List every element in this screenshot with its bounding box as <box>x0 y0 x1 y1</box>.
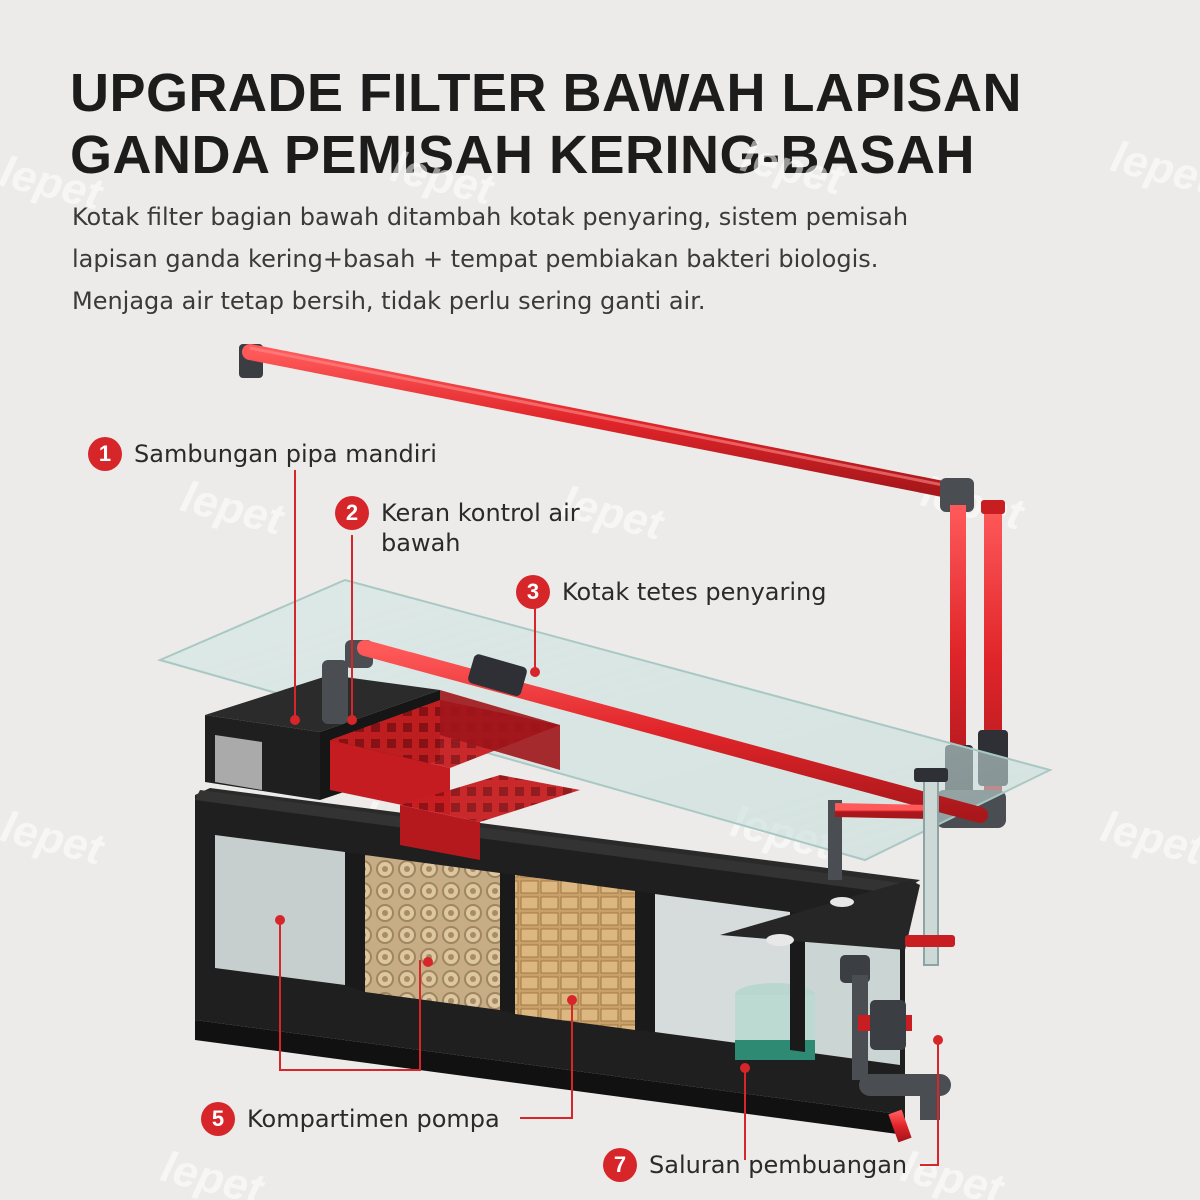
watermark: lepet <box>386 142 500 215</box>
callout-5-number: 5 <box>201 1102 235 1136</box>
watermark: lepet <box>0 147 109 220</box>
watermark: lepet <box>156 1142 270 1200</box>
callout-7-number: 7 <box>603 1148 637 1182</box>
headline-line-1: UPGRADE FILTER BAWAH LAPISAN <box>70 63 1023 123</box>
callout-7: 7 Saluran pembuangan <box>603 1148 907 1182</box>
filter-tank <box>195 788 920 1135</box>
callout-5: 5 Kompartimen pompa <box>201 1102 500 1136</box>
leader-7-b <box>920 1040 939 1166</box>
watermark: lepet <box>0 802 110 875</box>
callout-5-label: Kompartimen pompa <box>247 1105 500 1133</box>
headline-line-2: GANDA PEMISAH KERING-BASAH <box>70 125 976 185</box>
description-line-3: Menjaga air tetap bersih, tidak perlu se… <box>72 287 706 315</box>
watermark: lepet <box>176 472 290 545</box>
callout-1: 1 Sambungan pipa mandiri <box>88 437 437 471</box>
callout-leaders <box>279 470 939 1166</box>
description-line-1: Kotak filter bagian bawah ditambah kotak… <box>72 203 909 231</box>
callout-1-number: 1 <box>88 437 122 471</box>
callout-3-label: Kotak tetes penyaring <box>562 578 827 606</box>
description-line-2: lapisan ganda kering+basah + tempat pemb… <box>72 245 879 273</box>
drain-fittings <box>840 768 955 1143</box>
leader-dots <box>275 667 943 1073</box>
callout-3-number: 3 <box>516 575 550 609</box>
callout-2-label: Keran kontrol air bawah <box>381 496 580 558</box>
callout-1-label: Sambungan pipa mandiri <box>134 440 437 468</box>
callout-2: 2 Keran kontrol air bawah <box>335 496 580 558</box>
leader-5-a <box>279 920 421 1071</box>
watermark: lepet <box>736 132 850 205</box>
headline: UPGRADE FILTER BAWAH LAPISAN GANDA PEMIS… <box>70 62 1150 186</box>
callout-3: 3 Kotak tetes penyaring <box>516 575 826 609</box>
callout-2-label-line-2: bawah <box>381 529 461 557</box>
callout-2-number: 2 <box>335 496 369 530</box>
callout-7-label: Saluran pembuangan <box>649 1151 908 1179</box>
description: Kotak filter bagian bawah ditambah kotak… <box>72 196 1152 322</box>
watermark: lepet <box>896 1142 1010 1200</box>
feed-pipe <box>322 640 988 880</box>
watermark: lepet <box>1106 132 1200 205</box>
leader-5-b <box>520 1000 573 1119</box>
callout-2-label-line-1: Keran kontrol air <box>381 499 580 527</box>
drip-box <box>205 675 580 860</box>
watermark: lepet <box>1096 802 1200 875</box>
